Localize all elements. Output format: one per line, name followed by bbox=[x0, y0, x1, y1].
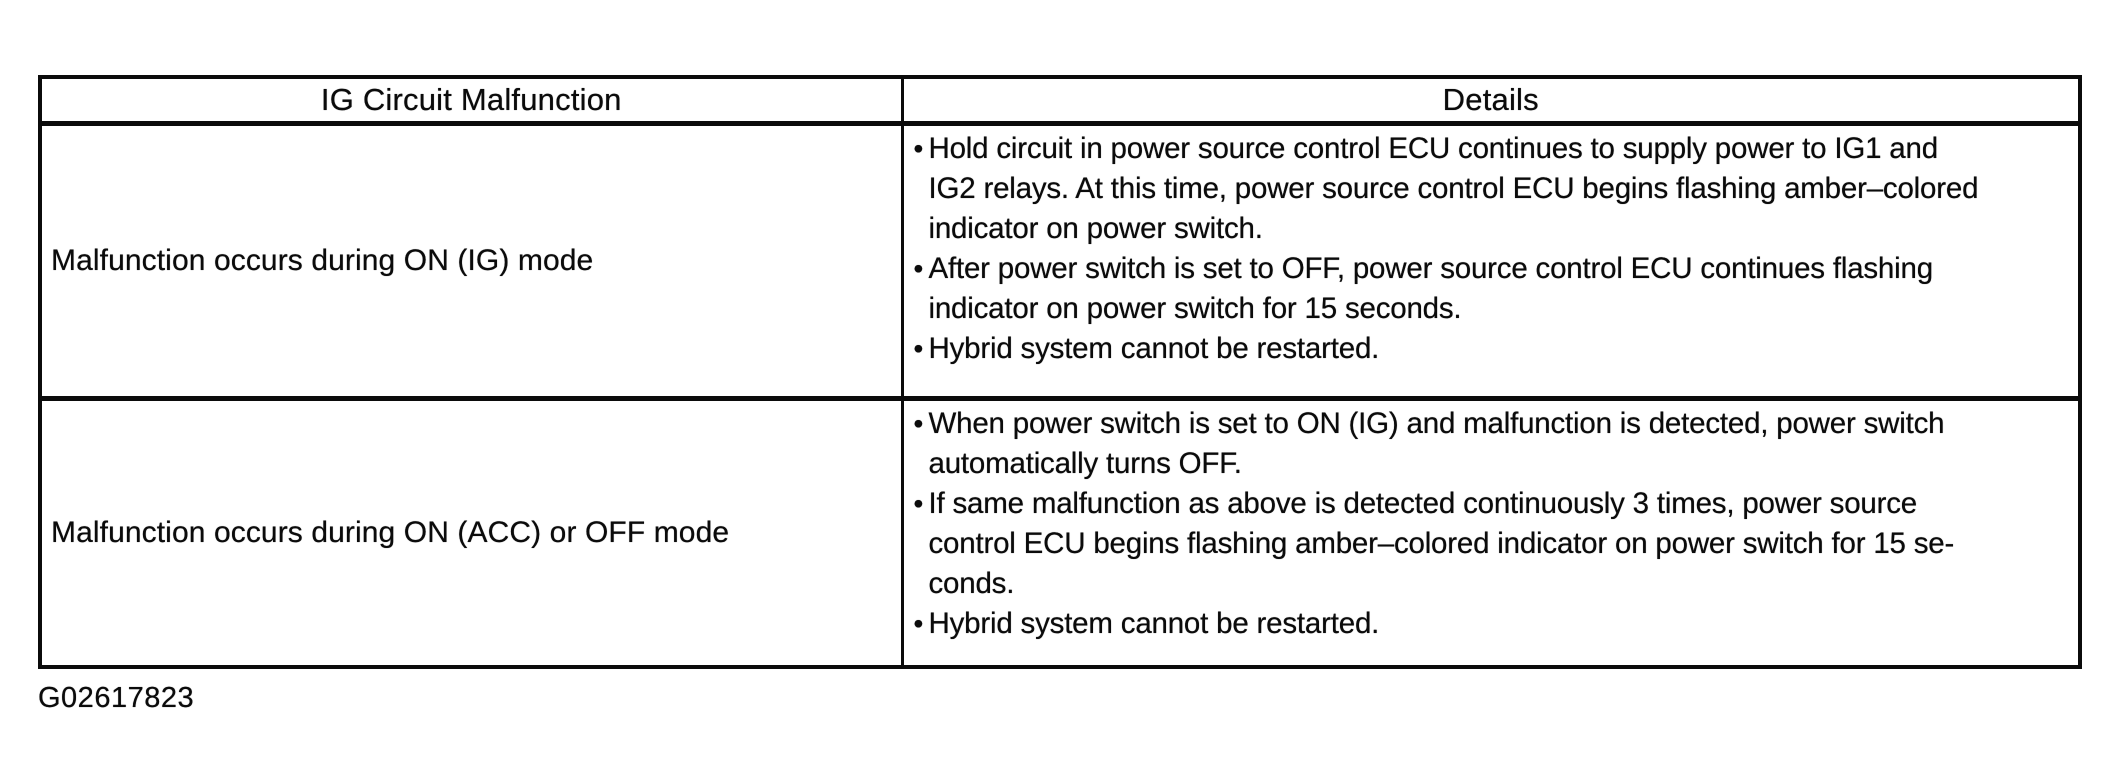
column-header-details: Details bbox=[900, 75, 2082, 126]
table-row-on-acc-or-off-mode: Malfunction occurs during ON (ACC) or OF… bbox=[38, 397, 2082, 669]
ig-circuit-malfunction-table: IG Circuit Malfunction Details Malfuncti… bbox=[38, 75, 2082, 669]
table-row-on-ig-mode: Malfunction occurs during ON (IG) mode •… bbox=[38, 122, 2082, 401]
bullet-icon: • bbox=[913, 408, 924, 439]
column-header-ig-circuit-malfunction: IG Circuit Malfunction bbox=[38, 75, 904, 126]
bullet-icon: • bbox=[913, 133, 924, 164]
list-item: • Hold circuit in power source control E… bbox=[914, 129, 2073, 249]
bullet-text: Hybrid system cannot be restarted. bbox=[928, 607, 1380, 640]
list-item: • After power switch is set to OFF, powe… bbox=[914, 249, 2073, 329]
list-item: • If same malfunction as above is detect… bbox=[914, 484, 2073, 604]
bullet-text: After power switch is set to OFF, power … bbox=[928, 252, 1934, 325]
list-item: • Hybrid system cannot be restarted. bbox=[914, 329, 2073, 369]
bullet-text: If same malfunction as above is detected… bbox=[928, 487, 1955, 600]
list-item: • Hybrid system cannot be restarted. bbox=[914, 604, 2073, 644]
details-cell-on-ig: • Hold circuit in power source control E… bbox=[900, 122, 2082, 401]
malfunction-label-on-ig: Malfunction occurs during ON (IG) mode bbox=[38, 122, 904, 401]
bullet-text: When power switch is set to ON (IG) and … bbox=[928, 407, 1945, 480]
list-item: • When power switch is set to ON (IG) an… bbox=[914, 404, 2073, 484]
bullet-icon: • bbox=[913, 488, 924, 519]
figure-id: G02617823 bbox=[38, 682, 195, 714]
bullet-icon: • bbox=[913, 333, 924, 364]
bullet-icon: • bbox=[913, 608, 924, 639]
bullet-icon: • bbox=[913, 253, 924, 284]
bullet-text: Hold circuit in power source control ECU… bbox=[928, 132, 1979, 245]
malfunction-label-on-acc-off: Malfunction occurs during ON (ACC) or OF… bbox=[38, 397, 904, 669]
bullet-text: Hybrid system cannot be restarted. bbox=[928, 332, 1380, 365]
header-row: IG Circuit Malfunction Details bbox=[38, 75, 2082, 126]
details-cell-on-acc-off: • When power switch is set to ON (IG) an… bbox=[900, 397, 2082, 669]
